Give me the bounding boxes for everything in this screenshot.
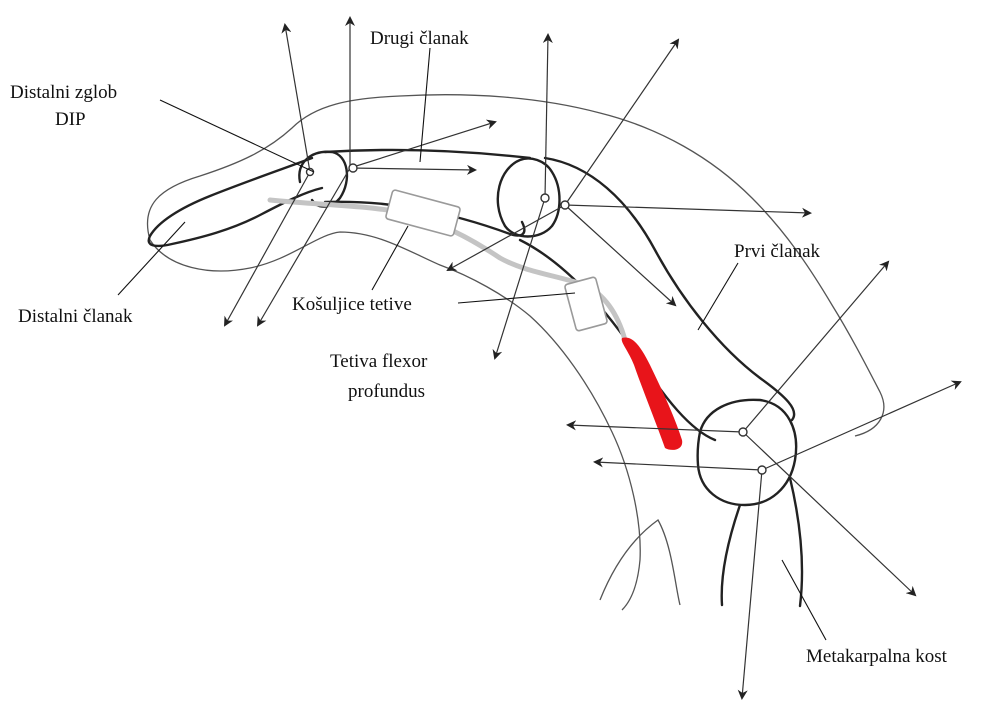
axis-arrow — [743, 262, 888, 432]
label-tendon-sheaths: Košuljice tetive — [292, 294, 412, 315]
axis-arrow — [285, 25, 310, 172]
flexor-tendon — [270, 189, 625, 340]
metacarpal-outline — [722, 478, 802, 606]
leader-distal-joint — [160, 100, 314, 172]
mcp-joint-outline — [698, 400, 796, 505]
axis-arrow — [595, 462, 762, 470]
label-middle-phalanx: Drugi članak — [370, 28, 469, 49]
label-distal-joint-abbr: DIP — [55, 109, 86, 130]
axis-arrow — [565, 205, 810, 213]
tendon-sheath-lower — [564, 277, 607, 332]
bone-outlines — [149, 150, 802, 606]
leader-lines — [118, 48, 826, 640]
label-tendon-line2: profundus — [348, 381, 425, 402]
axis-arrow — [743, 432, 915, 595]
joint-pivot-pip-2 — [561, 201, 569, 209]
axis-arrow — [545, 35, 548, 198]
axis-arrow — [565, 40, 678, 205]
skin-outline — [147, 95, 883, 610]
label-distal-phalanx: Distalni članak — [18, 306, 133, 327]
axis-arrow — [568, 425, 743, 432]
leader-middle-phalanx — [420, 48, 430, 162]
label-metacarpal: Metakarpalna kost — [806, 646, 948, 667]
joint-pivot-mcp-2 — [758, 466, 766, 474]
label-proximal-phalanx: Prvi članak — [734, 241, 821, 262]
tendon-sheath-upper — [385, 189, 460, 236]
axis-arrow — [350, 168, 475, 170]
leader-tendon-sheath-upper — [372, 226, 408, 290]
joint-pivot-dip-2 — [349, 164, 357, 172]
label-distal-joint: Distalni zglob — [10, 82, 117, 103]
labels: Distalni zglob DIP Drugi članak Distalni… — [10, 28, 948, 667]
label-tendon-line1: Tetiva flexor — [330, 351, 428, 372]
flexor-muscle-highlight — [622, 337, 683, 449]
leader-tendon-sheath-lower — [458, 293, 575, 303]
joint-pivot-mcp — [739, 428, 747, 436]
leader-metacarpal — [782, 560, 826, 640]
joint-pivot-pip — [541, 194, 549, 202]
leader-proximal-phalanx — [698, 263, 738, 330]
